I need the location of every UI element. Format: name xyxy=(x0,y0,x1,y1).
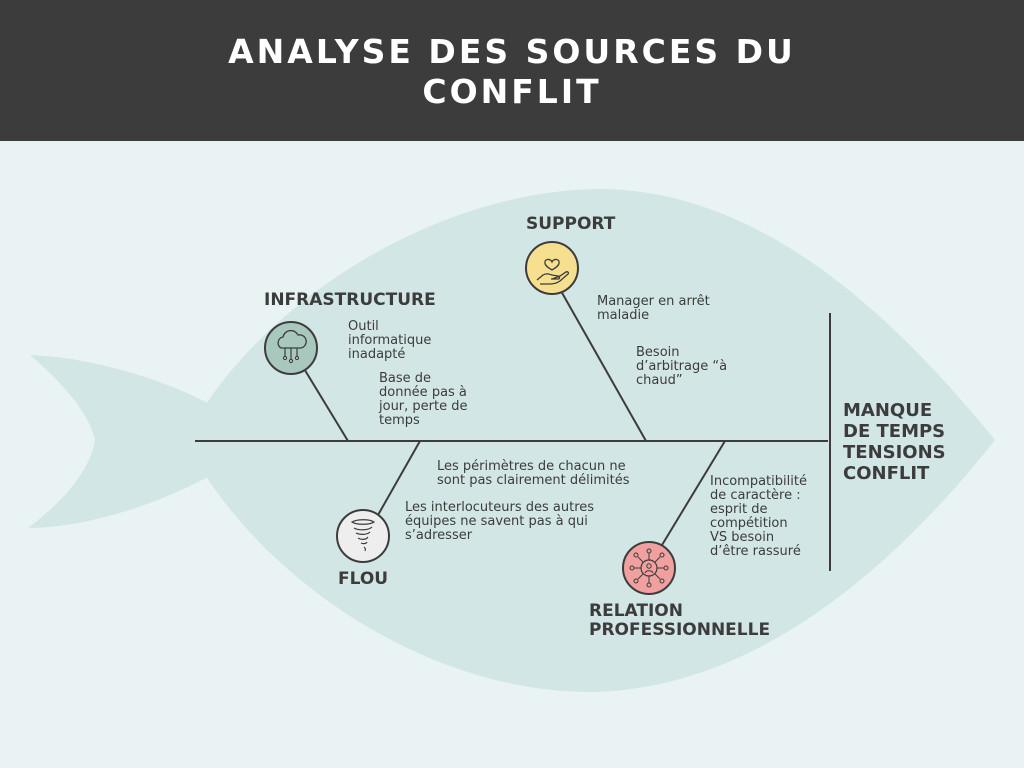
category-label-relation: RELATION PROFESSIONNELLE xyxy=(589,602,770,640)
title-line-1: ANALYSE DES SOURCES DU xyxy=(228,32,796,71)
cause-support-2: Besoin d’arbitrage “à chaud” xyxy=(636,345,728,388)
effect-line-2: DE TEMPS xyxy=(843,421,946,442)
fish-tail xyxy=(28,355,220,528)
cause-relation-1: Incompatibilité de caractère : esprit de… xyxy=(710,474,807,559)
cause-flou-2: Les interlocuteurs des autres équipes ne… xyxy=(405,500,595,543)
hand-heart-icon xyxy=(525,241,579,295)
cause-flou-1: Les périmètres de chacun ne sont pas cla… xyxy=(437,459,630,488)
category-label-infrastructure: INFRASTRUCTURE xyxy=(264,290,436,310)
cause-infrastructure-2: Base de donnée pas à jour, perte de temp… xyxy=(379,371,468,428)
category-label-support: SUPPORT xyxy=(526,214,616,234)
bone-flou xyxy=(377,440,421,516)
cause-support-1: Manager en arrêt maladie xyxy=(597,294,710,323)
bone-infrastructure xyxy=(302,366,349,442)
cause-infrastructure-1: Outil informatique inadapté xyxy=(348,319,432,362)
effect-line-3: TENSIONS xyxy=(843,442,946,463)
header-bar: ANALYSE DES SOURCES DU CONFLIT xyxy=(0,0,1024,141)
category-label-relation-line-2: PROFESSIONNELLE xyxy=(589,620,771,640)
tornado-icon xyxy=(336,509,390,563)
page-title: ANALYSE DES SOURCES DU CONFLIT xyxy=(0,32,1024,112)
people-network-icon xyxy=(622,541,676,595)
bone-support xyxy=(560,290,647,442)
effect-line-4: CONFLIT xyxy=(843,463,930,484)
title-line-2: CONFLIT xyxy=(422,72,602,111)
category-label-flou: FLOU xyxy=(338,569,389,589)
effect-line-1: MANQUE xyxy=(843,400,933,421)
bone-relation xyxy=(661,440,726,546)
cloud-network-icon xyxy=(264,321,318,375)
category-label-relation-line-1: RELATION xyxy=(589,601,683,621)
